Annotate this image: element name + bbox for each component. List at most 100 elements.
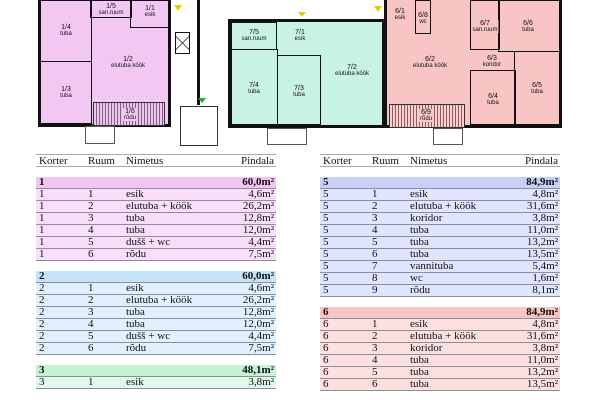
cell-pindala: 7,5m²: [248, 248, 274, 260]
room-1-3: [40, 61, 92, 124]
table-header: Korter Ruum Nimetus Pindala: [36, 154, 276, 167]
cell-nimetus: [126, 365, 220, 376]
group-spacer: [320, 297, 560, 307]
cell-pindala: 3,8m²: [532, 342, 558, 354]
room-6-7: [470, 0, 500, 50]
wall: [197, 0, 200, 105]
cell-pindala: 13,5m²: [526, 248, 558, 260]
room-table-left: Korter Ruum Nimetus Pindala 1 60,0m² 1 1 esi…: [36, 154, 276, 389]
cell-pindala: 13,2m²: [526, 366, 558, 378]
group-spacer: [320, 167, 560, 177]
cell-nimetus: rõdu: [126, 249, 147, 260]
group-spacer: [36, 261, 276, 271]
balcony-ledge: [433, 128, 463, 145]
cell-ruum: 1: [372, 318, 378, 330]
cell-nimetus: rõdu: [126, 343, 147, 354]
cell-pindala: 12,8m²: [242, 212, 274, 224]
table-row: 1 6 rõdu 7,5m²: [36, 249, 276, 261]
cell-nimetus: dušš + wc: [126, 331, 171, 342]
cell-pindala: 3,8m²: [532, 212, 558, 224]
cell-korter: 5: [323, 176, 329, 188]
cell-korter: 1: [39, 188, 45, 200]
cell-nimetus: vannituba: [410, 261, 454, 272]
header-korter: Korter: [39, 155, 68, 167]
cell-ruum: 2: [372, 200, 378, 212]
cell-pindala: 4,8m²: [532, 188, 558, 200]
cell-korter: 2: [39, 306, 45, 318]
cell-pindala: 4,6m²: [248, 282, 274, 294]
cell-nimetus: elutuba + köök: [410, 201, 477, 212]
cell-korter: 5: [323, 284, 329, 296]
cell-nimetus: esik: [126, 283, 144, 294]
cell-korter: 2: [39, 330, 45, 342]
cell-korter: 2: [39, 318, 45, 330]
entrance: [180, 106, 218, 146]
room-table-right: Korter Ruum Nimetus Pindala 5 84,9m² 5 1 esi…: [320, 154, 560, 391]
cell-nimetus: esik: [410, 189, 428, 200]
room-6-8: [415, 0, 431, 34]
header-pindala: Pindala: [525, 155, 558, 167]
cell-ruum: [88, 365, 126, 376]
cell-nimetus: esik: [126, 189, 144, 200]
cell-nimetus: [410, 177, 504, 188]
cell-ruum: 7: [372, 260, 378, 272]
table-header: Korter Ruum Nimetus Pindala: [320, 154, 560, 167]
cell-ruum: 1: [372, 188, 378, 200]
cell-pindala: 60,0m²: [242, 270, 274, 282]
cell-nimetus: [126, 177, 220, 188]
cell-ruum: 4: [372, 224, 378, 236]
cell-nimetus: tuba: [126, 225, 145, 236]
cell-pindala: 48,1m²: [242, 364, 274, 376]
cell-korter: 2: [39, 270, 45, 282]
cell-korter: 1: [39, 248, 45, 260]
cell-pindala: 4,8m²: [532, 318, 558, 330]
cell-nimetus: koridor: [410, 213, 443, 224]
cell-nimetus: wc: [410, 273, 423, 284]
cell-pindala: 84,9m²: [526, 176, 558, 188]
cell-korter: 6: [323, 318, 329, 330]
cell-ruum: 2: [88, 294, 94, 306]
room-7-3: [277, 55, 321, 125]
group-spacer: [36, 167, 276, 177]
cell-ruum: 6: [88, 248, 94, 260]
cell-ruum: 5: [88, 236, 94, 248]
room-6-4: [470, 70, 516, 125]
group-spacer: [36, 355, 276, 365]
entrance-marker-icon: [198, 98, 206, 103]
cell-nimetus: koridor: [410, 343, 443, 354]
cell-ruum: [372, 177, 410, 188]
balcony-6-9: [389, 104, 465, 128]
cell-nimetus: tuba: [126, 213, 145, 224]
cell-ruum: 6: [372, 378, 378, 390]
cell-pindala: 13,5m²: [526, 378, 558, 390]
cell-nimetus: tuba: [410, 237, 429, 248]
cell-korter: 1: [39, 212, 45, 224]
cell-nimetus: rõdu: [410, 285, 431, 296]
